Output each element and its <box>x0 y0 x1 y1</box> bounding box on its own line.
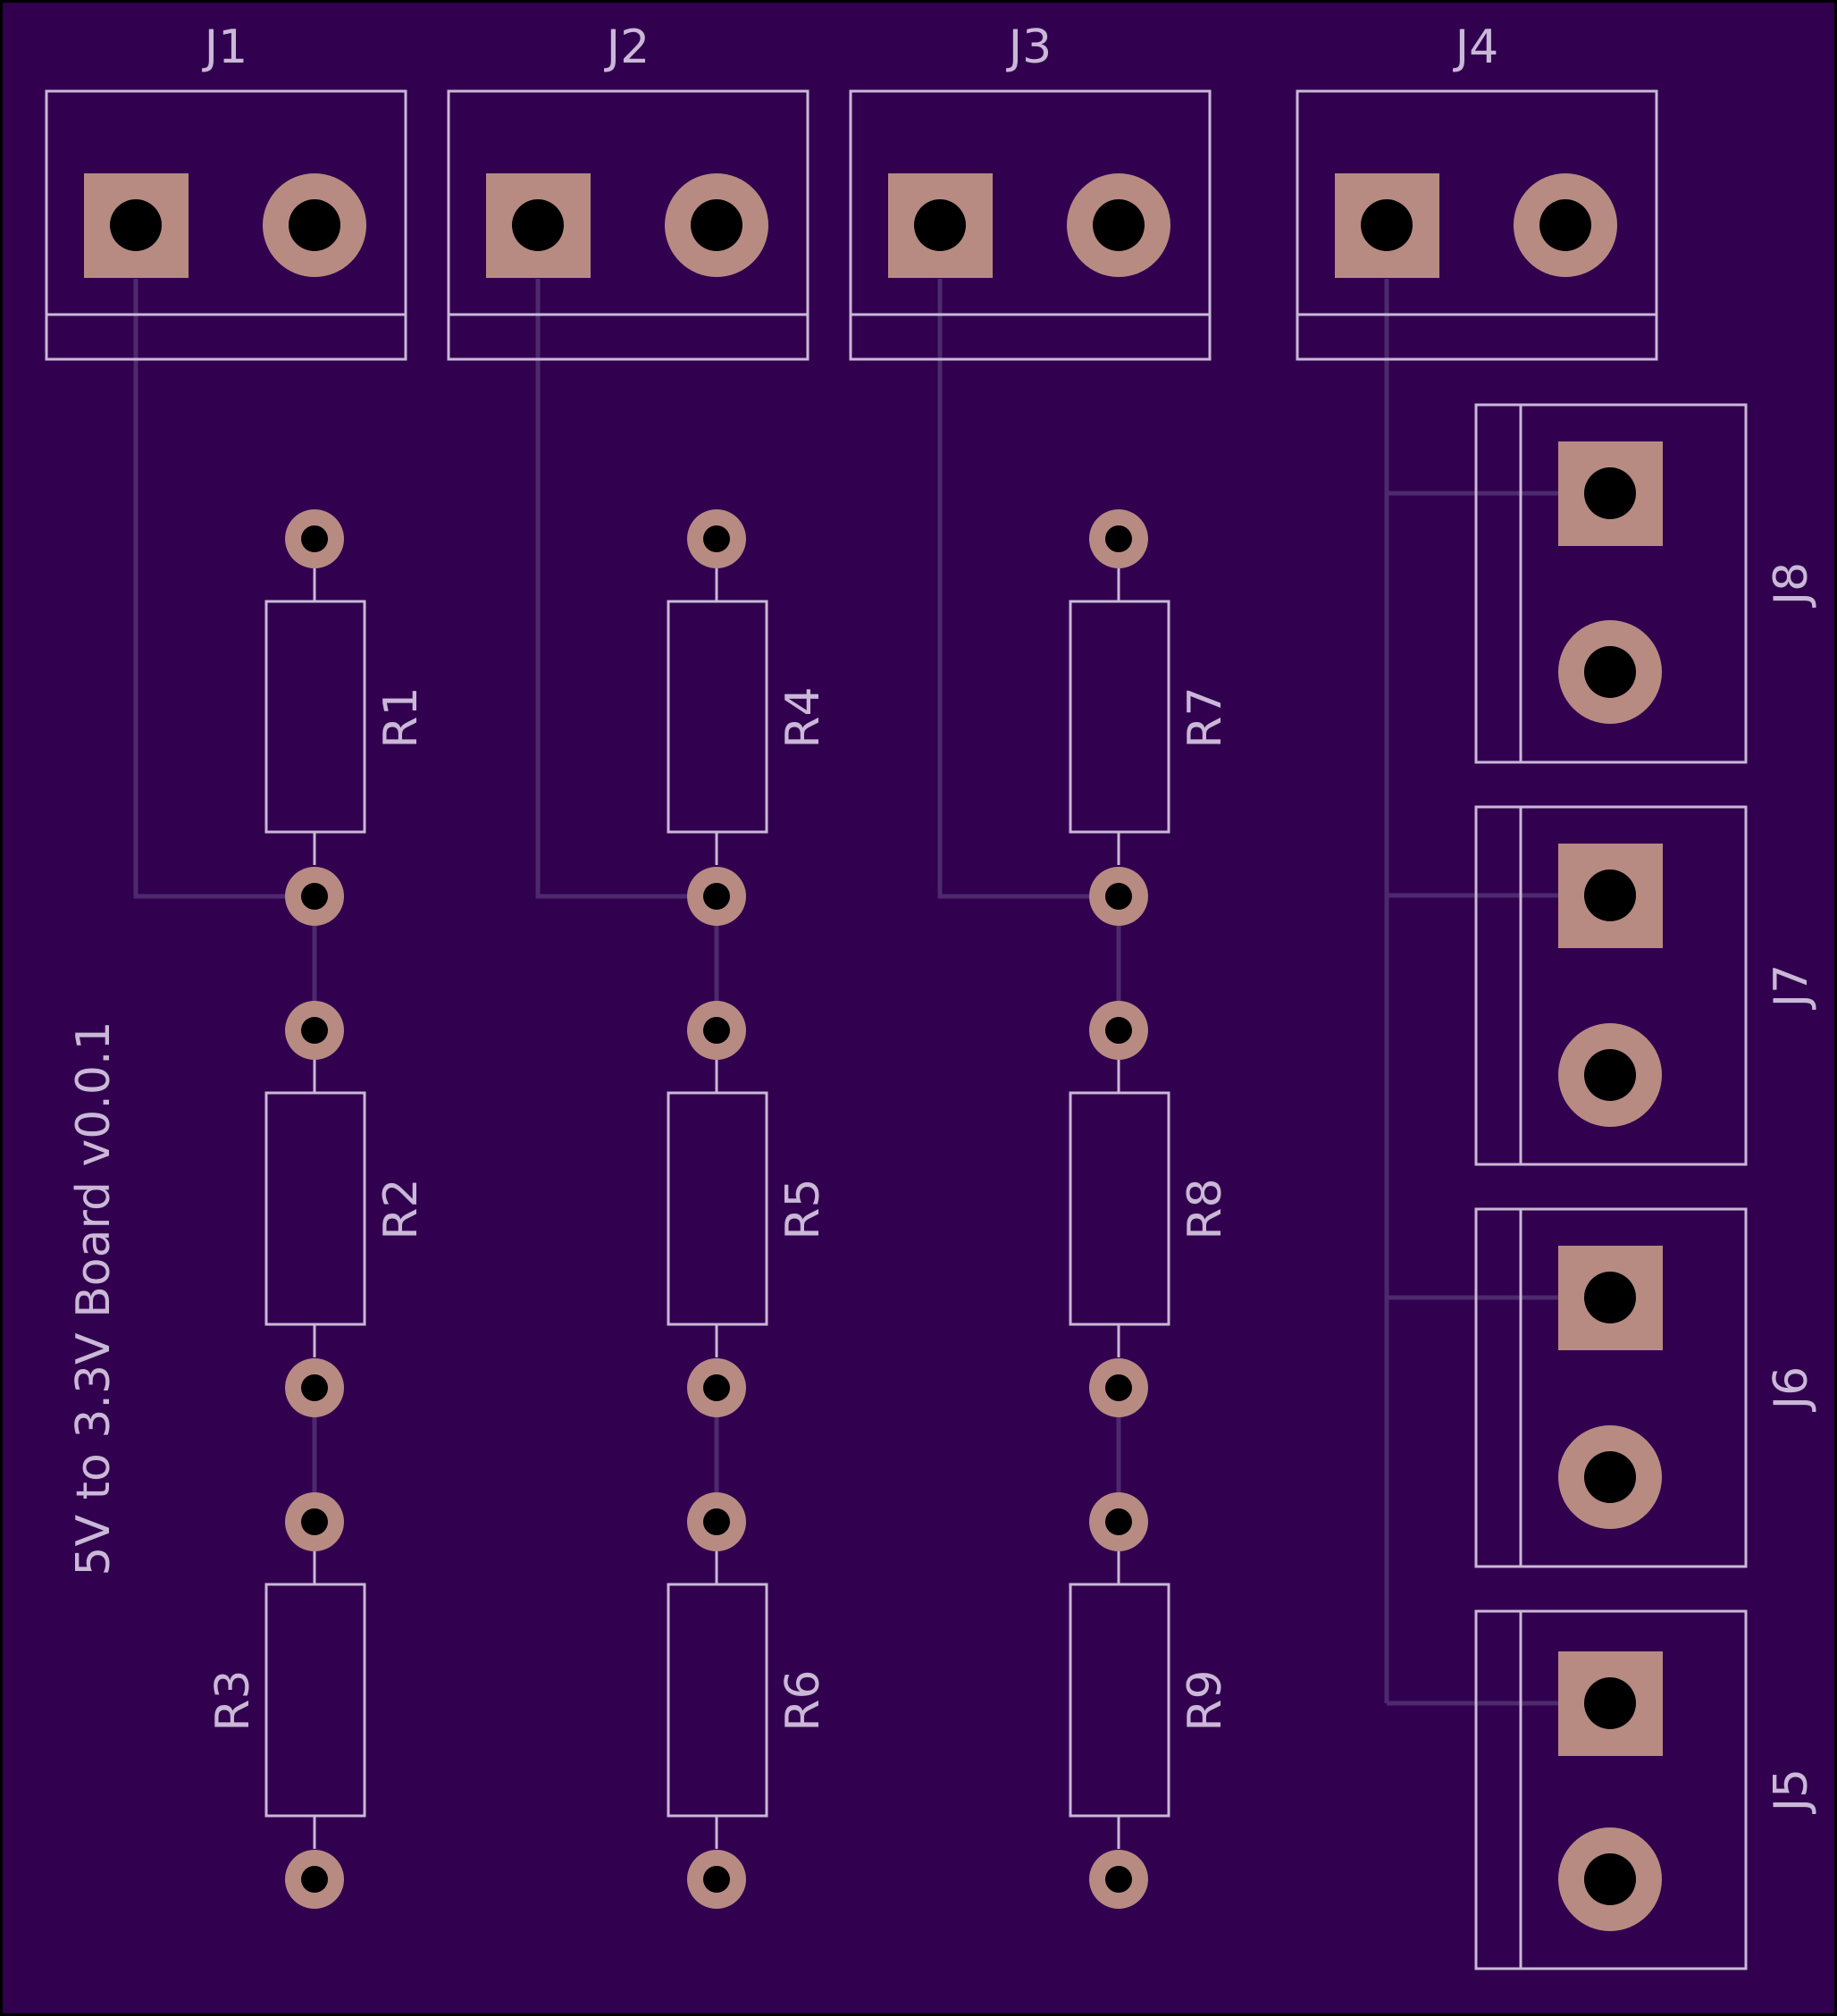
resistor-r6-body <box>667 1583 768 1818</box>
connector-j6-label: J6 <box>1765 1366 1818 1412</box>
connector-j4-outline <box>1296 89 1658 361</box>
resistor-r8-label: R8 <box>1179 1178 1232 1239</box>
resistor-r6: R6 <box>667 1492 830 1909</box>
resistor-r2-body <box>264 1091 366 1326</box>
resistor-r6-label: R6 <box>776 1669 830 1731</box>
resistor-r4-body <box>667 600 768 834</box>
connector-j3: J3 <box>849 21 1212 361</box>
resistor-r2: R2 <box>264 1001 428 1417</box>
connector-j5-outline <box>1474 1609 1748 1970</box>
trace-j1-r1 <box>133 279 315 899</box>
resistor-r1-label: R1 <box>374 686 428 748</box>
resistor-r1: R1 <box>264 509 428 926</box>
connector-j1-label: J1 <box>202 21 247 74</box>
connector-j7-outline <box>1474 805 1748 1166</box>
resistor-r8-body <box>1069 1091 1170 1326</box>
connector-j8-label: J8 <box>1765 562 1818 608</box>
resistor-r3: R3 <box>206 1492 366 1909</box>
resistor-r9-label: R9 <box>1179 1669 1232 1731</box>
connector-j1: J1 <box>45 21 407 361</box>
resistor-r3-body <box>264 1583 366 1818</box>
connector-j4: J4 <box>1296 21 1658 361</box>
connector-j3-outline <box>849 89 1212 361</box>
resistor-r7: R7 <box>1069 509 1232 926</box>
resistor-r7-label: R7 <box>1179 686 1232 748</box>
board-title: 5V to 3.3V Board v0.0.1 <box>67 1021 121 1575</box>
resistor-r8: R8 <box>1069 1001 1232 1417</box>
connector-j7: J7 <box>1474 805 1818 1166</box>
trace-j3-r7 <box>937 279 1119 899</box>
resistor-r5: R5 <box>667 1001 830 1417</box>
resistor-r4-label: R4 <box>776 686 830 748</box>
resistor-r9: R9 <box>1069 1492 1232 1909</box>
connector-j6: J6 <box>1474 1207 1818 1568</box>
connector-j8: J8 <box>1474 403 1818 764</box>
connector-j3-label: J3 <box>1006 21 1052 74</box>
resistor-r5-body <box>667 1091 768 1326</box>
connector-j5-label: J5 <box>1765 1768 1818 1814</box>
connector-j8-outline <box>1474 403 1748 764</box>
connector-j4-label: J4 <box>1453 21 1498 74</box>
connector-j2: J2 <box>447 21 809 361</box>
connector-j2-outline <box>447 89 809 361</box>
resistor-r2-label: R2 <box>374 1178 428 1239</box>
connector-j5: J5 <box>1474 1609 1818 1970</box>
connector-j2-label: J2 <box>604 21 650 74</box>
resistor-r7-body <box>1069 600 1170 834</box>
resistor-r4: R4 <box>667 509 830 926</box>
resistor-r1-body <box>264 600 366 834</box>
resistor-r3-label: R3 <box>206 1669 260 1731</box>
resistor-r5-label: R5 <box>776 1178 830 1239</box>
connector-j7-label: J7 <box>1765 964 1818 1010</box>
trace-j2-r4 <box>535 279 717 899</box>
resistor-r9-body <box>1069 1583 1170 1818</box>
connector-j1-outline <box>45 89 407 361</box>
connector-j6-outline <box>1474 1207 1748 1568</box>
